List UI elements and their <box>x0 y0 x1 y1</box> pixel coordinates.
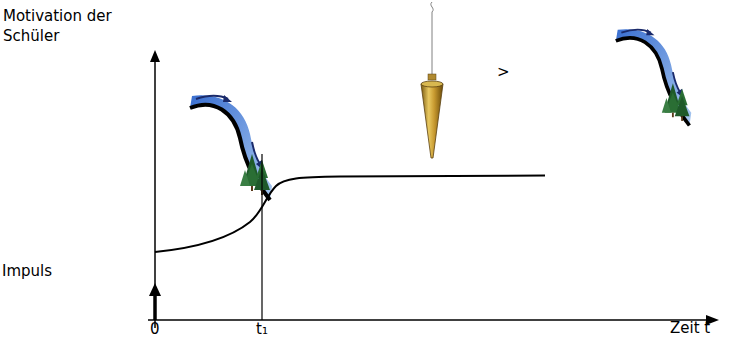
axes <box>148 50 719 328</box>
impulse-label: Impuls <box>2 262 52 281</box>
slide-icon <box>616 29 691 126</box>
plumb-bob-icon <box>421 2 443 158</box>
t1-marker-line <box>261 154 262 320</box>
motivation-curve <box>155 176 545 253</box>
slide-icon <box>190 95 272 200</box>
axis-title: Motivation der Schüler <box>3 6 143 46</box>
axis-title: Zeit t <box>670 319 710 338</box>
origin-label: 0 <box>150 320 160 339</box>
impulse-arrow <box>149 283 161 320</box>
comparison-symbol: > <box>497 63 510 82</box>
tick-label: t₁ <box>256 320 268 339</box>
